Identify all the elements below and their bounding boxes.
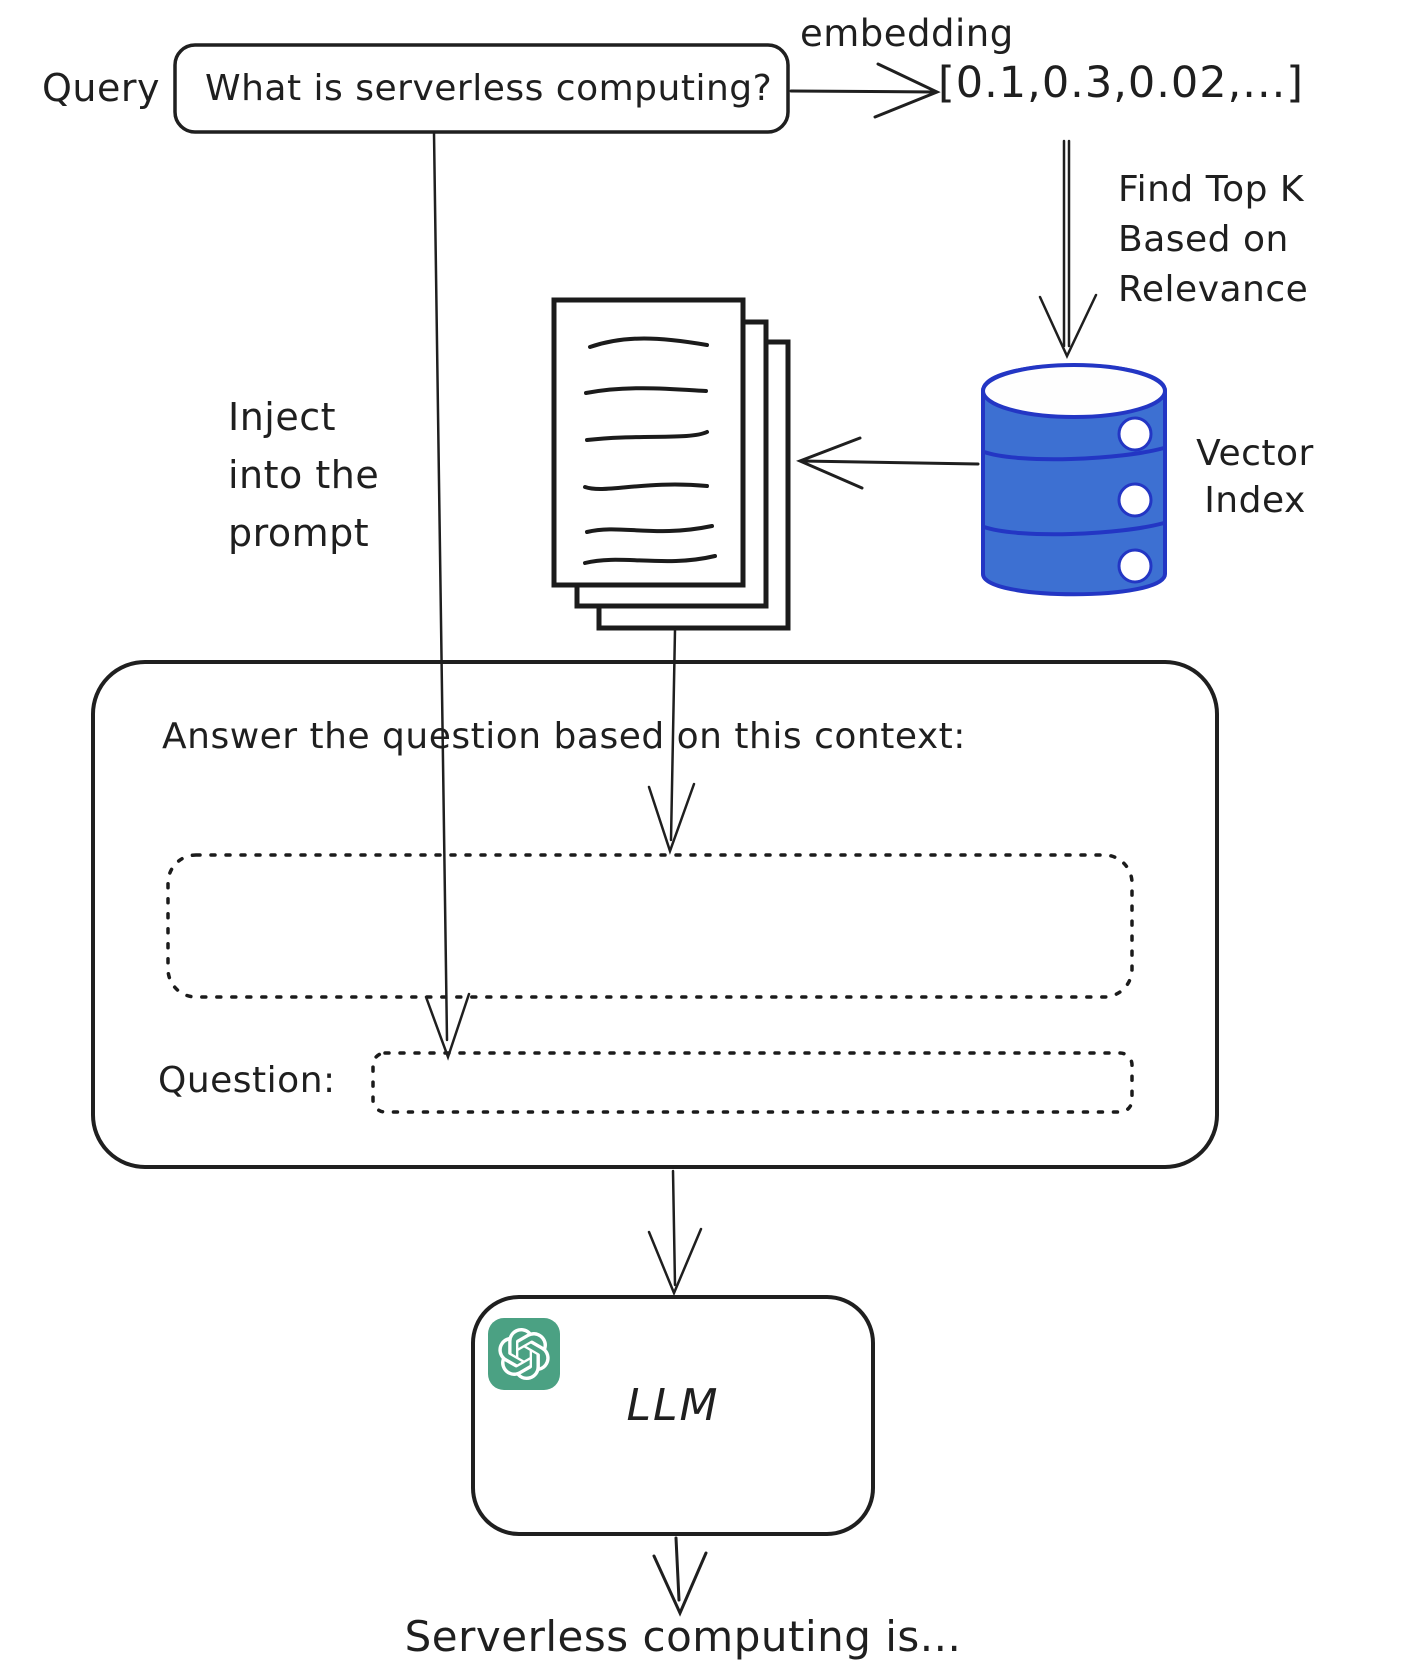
inject-into-prompt-label: Inject into the prompt xyxy=(228,388,379,562)
question-placeholder-box xyxy=(371,1051,1134,1114)
query-box-text: What is serverless computing? xyxy=(205,68,773,109)
openai-knot-glyph xyxy=(498,1328,550,1380)
openai-logo-icon xyxy=(488,1318,560,1390)
vector-index-label: Vector Index xyxy=(1180,430,1330,524)
vector-index-line: Index xyxy=(1204,480,1306,521)
prompt-to-llm-arrow xyxy=(647,1169,703,1297)
prompt-template-box xyxy=(91,660,1219,1169)
context-placeholder-box xyxy=(166,853,1134,999)
embedding-label: embedding xyxy=(800,12,1014,55)
question-label: Question: xyxy=(158,1060,336,1101)
inject-context-arrow xyxy=(647,628,696,855)
embedding-arrow xyxy=(789,62,941,119)
inject-line: prompt xyxy=(228,511,370,555)
query-box xyxy=(173,43,790,134)
prompt-instruction-text: Answer the question based on this contex… xyxy=(162,716,966,757)
vector-index-icon xyxy=(981,363,1167,597)
llm-label: LLM xyxy=(626,1380,720,1431)
inject-line: Inject xyxy=(228,395,337,439)
documents-icon xyxy=(551,297,791,631)
find-top-k-line: Relevance xyxy=(1118,269,1309,310)
inject-query-arrow xyxy=(424,131,471,1061)
inject-line: into the xyxy=(228,453,380,497)
find-top-k-line: Based on xyxy=(1118,219,1289,260)
vector-index-line: Vector xyxy=(1196,433,1314,474)
retrieve-arrow xyxy=(796,436,980,490)
query-label: Query xyxy=(42,66,160,110)
llm-box xyxy=(471,1295,875,1536)
find-top-k-line: Find Top K xyxy=(1118,169,1305,210)
llm-to-output-arrow xyxy=(652,1536,708,1617)
find-top-k-arrow xyxy=(1038,139,1098,359)
embedding-vector-values: [0.1,0.3,0.02,...] xyxy=(938,58,1305,108)
output-text: Serverless computing is... xyxy=(404,1612,962,1661)
find-top-k-label: Find Top K Based on Relevance xyxy=(1118,165,1308,315)
